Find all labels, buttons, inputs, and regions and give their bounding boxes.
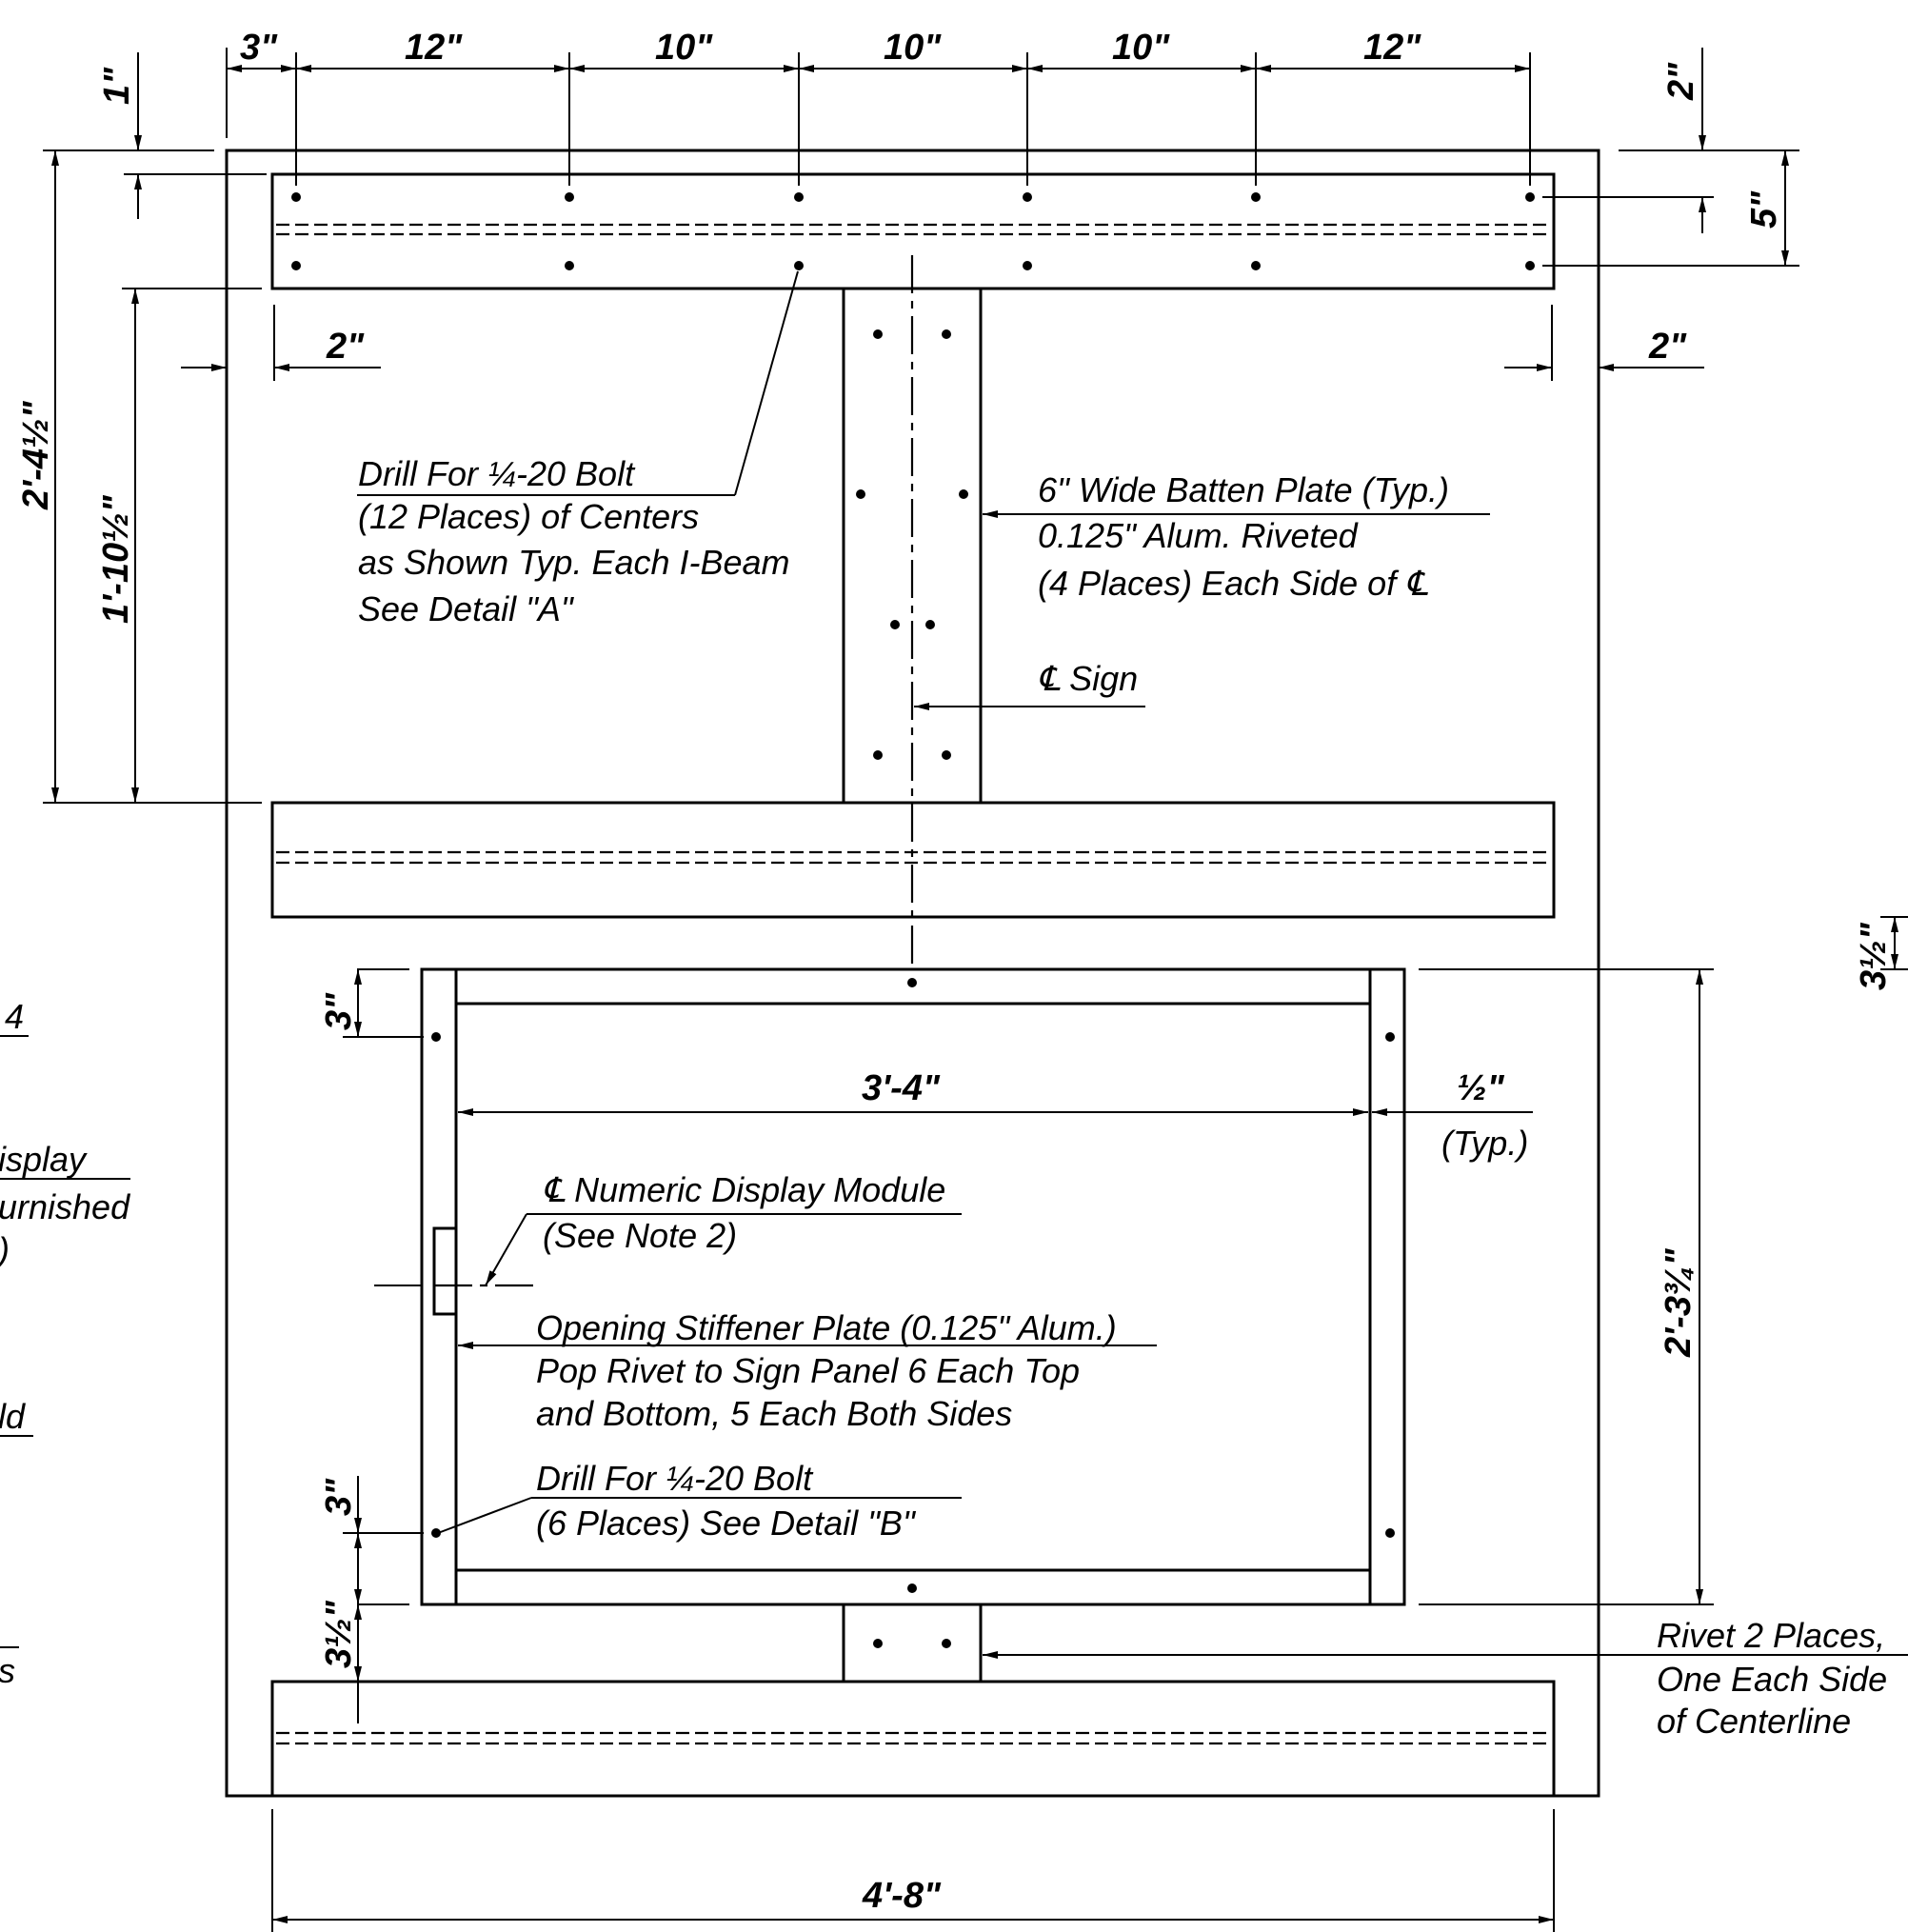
numeric-module-line2: (See Note 2) <box>543 1216 737 1255</box>
drill-top-leader <box>357 270 799 496</box>
drill-top-line2: (12 Places) of Centers <box>358 497 699 536</box>
drill-bottom-leader <box>437 1497 962 1534</box>
drill-top-line1: Drill For ¼-20 Bolt <box>358 454 636 493</box>
drill-top-line4: See Detail "A" <box>358 589 575 628</box>
cropped-text-paren: ) <box>0 1230 10 1269</box>
display-opening-frame <box>374 967 1406 1606</box>
dim-half-typ: ½" <box>1457 1068 1505 1108</box>
dim-left-3-top-lines <box>343 968 424 1038</box>
numeric-module-leader <box>485 1213 962 1286</box>
dim-overall-width-lines <box>271 1809 1555 1932</box>
dim-right-3half-lines <box>1880 916 1908 970</box>
cropped-text-urnished: urnished <box>0 1187 130 1226</box>
cropped-text-isplay: isplay <box>0 1140 88 1179</box>
rivet-line3: of Centerline <box>1657 1702 1851 1741</box>
dim-top-10-first: 10" <box>655 28 713 68</box>
dim-top-10-second: 10" <box>884 28 942 68</box>
batten-line2: 0.125" Alum. Riveted <box>1038 516 1359 555</box>
dim-left-1-lines <box>43 52 267 219</box>
top-dimensions <box>226 48 1531 186</box>
dim-right-top-lines <box>1542 48 1799 267</box>
rivet-line1: Rivet 2 Places, <box>1657 1616 1885 1655</box>
dim-opening-width: 3'-4" <box>862 1068 941 1108</box>
batten-plate-lower <box>842 1603 983 1683</box>
cropped-left-notes: 4 isplay urnished ) ld s <box>0 997 130 1690</box>
batten-line1: 6" Wide Batten Plate (Typ.) <box>1038 470 1449 509</box>
dim-typ-label: (Typ.) <box>1441 1124 1528 1163</box>
stiffener-line1: Opening Stiffener Plate (0.125" Alum.) <box>536 1308 1117 1347</box>
stiffener-line2: Pop Rivet to Sign Panel 6 Each Top <box>536 1351 1080 1390</box>
dim-opening-height-lines <box>1419 968 1714 1605</box>
dim-left-3-bottom: 3" <box>319 1478 359 1516</box>
dim-opening-height: 2'-3¾" <box>1659 1247 1699 1358</box>
dim-top-12-right: 12" <box>1363 28 1421 68</box>
dim-left-heights-lines <box>43 150 262 804</box>
rivet-line2: One Each Side <box>1657 1660 1887 1699</box>
cl-sign-label: ℄ Sign <box>1038 659 1138 698</box>
batten-plate-upper <box>842 289 983 803</box>
dim-right-2-top: 2" <box>1661 62 1701 101</box>
drill-bottom-line1: Drill For ¼-20 Bolt <box>536 1459 814 1498</box>
dim-side-2-lines <box>181 305 1704 381</box>
dim-left-1: 1" <box>97 67 137 105</box>
batten-line3: (4 Places) Each Side of ℄ <box>1038 564 1428 603</box>
drill-top-line3: as Shown Typ. Each I-Beam <box>358 543 790 582</box>
numeric-module-line1: ℄ Numeric Display Module <box>543 1170 945 1209</box>
cropped-text-s: s <box>0 1651 15 1690</box>
dim-top-10-third: 10" <box>1112 28 1170 68</box>
cropped-text-4: 4 <box>5 997 24 1036</box>
dim-inner-height: 1'-10½" <box>96 494 136 624</box>
dim-top-12-left: 12" <box>405 28 463 68</box>
dim-top-3: 3" <box>240 28 278 68</box>
dim-overall-width: 4'-8" <box>862 1876 942 1916</box>
dim-right-3half: 3½" <box>1854 922 1894 990</box>
dim-left-3-top: 3" <box>319 992 359 1030</box>
dim-left-3half: 3½" <box>319 1600 359 1668</box>
dim-left-2: 2" <box>326 327 365 367</box>
dim-left-bottom-lines <box>343 1476 424 1723</box>
bolt-holes <box>291 192 1535 1648</box>
cropped-text-ld: ld <box>0 1397 26 1436</box>
dim-overall-height: 2'-4½" <box>16 400 56 510</box>
drill-bottom-line2: (6 Places) See Detail "B" <box>536 1504 917 1543</box>
dim-right-2: 2" <box>1648 327 1687 367</box>
dim-right-5: 5" <box>1744 190 1784 229</box>
stiffener-line3: and Bottom, 5 Each Both Sides <box>536 1394 1012 1433</box>
bottom-i-beam <box>270 1680 1556 1798</box>
